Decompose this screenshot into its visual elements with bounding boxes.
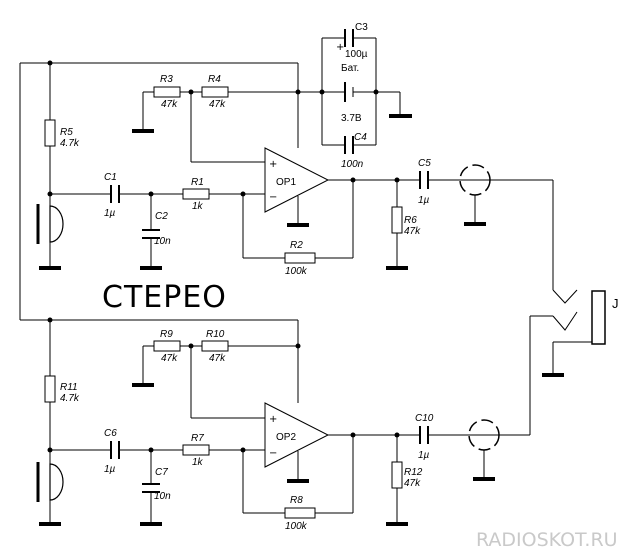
r12-label: R12	[404, 467, 423, 478]
watermark: RADIOSKOT.RU	[476, 529, 618, 551]
junction	[373, 89, 379, 95]
r2-value: 100k	[285, 266, 308, 277]
c4-label: C4	[354, 132, 367, 143]
r4-resistor	[201, 86, 229, 98]
r9-label: R9	[160, 329, 173, 340]
op2-label: OP2	[276, 432, 296, 443]
c5-label: C5	[418, 158, 431, 169]
r11-resistor	[44, 375, 56, 403]
battery-label: Бат.	[341, 63, 359, 74]
r11-value: 4.7k	[60, 393, 80, 404]
c1-value: 1µ	[104, 208, 116, 219]
r6-label: R6	[404, 215, 417, 226]
shielded-cable-2-icon	[468, 419, 500, 478]
c2-value: 10n	[154, 236, 171, 247]
r11-label: R11	[60, 382, 78, 393]
r2-label: R2	[290, 240, 303, 251]
junction	[350, 432, 356, 438]
junction	[295, 343, 301, 349]
r6-value: 47k	[404, 226, 421, 237]
r3-resistor	[153, 86, 181, 98]
r4-value: 47k	[209, 99, 226, 110]
r9-resistor	[153, 340, 181, 352]
c2-label: C2	[155, 211, 168, 222]
junction	[319, 89, 325, 95]
c6-value: 1µ	[104, 464, 116, 475]
r1-resistor	[182, 188, 210, 200]
c1-label: C1	[104, 172, 117, 183]
r5-resistor	[44, 119, 56, 147]
op1-label: OP1	[276, 177, 296, 188]
r3-label: R3	[160, 74, 173, 85]
shielded-cable-1-icon	[459, 164, 491, 223]
microphone-2-icon	[36, 456, 64, 524]
r5-value: 4.7k	[60, 138, 80, 149]
channel-1: R3 47k R4 47k R5 4.7k C1 1µ	[36, 60, 553, 277]
jack-left-contact	[552, 289, 578, 304]
c10-value: 1µ	[418, 450, 430, 461]
r4-label: R4	[208, 74, 221, 85]
op1-opamp-symbol	[264, 147, 330, 213]
c3-value: 100µ	[345, 49, 368, 60]
c7-value: 10n	[154, 491, 171, 502]
channel-2: R9 47k R10 47k R11 4.7k C6 1µ C7	[36, 317, 530, 532]
junction	[350, 177, 356, 183]
r1-label: R1	[191, 177, 204, 188]
r7-label: R7	[191, 433, 204, 444]
r10-label: R10	[206, 329, 225, 340]
op2-opamp-symbol	[264, 402, 330, 468]
r12-resistor	[391, 461, 403, 489]
op1-plus-sign: +	[269, 159, 277, 170]
r1-value: 1k	[192, 201, 204, 212]
op2-minus-sign: −	[269, 448, 277, 459]
r7-value: 1k	[192, 457, 204, 468]
c4-value: 100n	[341, 159, 364, 170]
r10-value: 47k	[209, 353, 226, 364]
junction	[47, 317, 53, 323]
r10-resistor	[201, 340, 229, 352]
op1-minus-sign: −	[269, 192, 277, 203]
r12-value: 47k	[404, 478, 421, 489]
c7-label: C7	[155, 467, 168, 478]
battery-voltage: 3.7В	[341, 113, 362, 124]
jack-right-contact	[552, 311, 578, 331]
stereo-jack: J	[529, 180, 619, 435]
r6-resistor	[391, 206, 403, 234]
c3-plus-sign: +	[336, 42, 344, 53]
c6-label: C6	[104, 428, 117, 439]
r8-label: R8	[290, 495, 303, 506]
c10-label: C10	[415, 413, 434, 424]
op2-plus-sign: +	[269, 414, 277, 425]
c3-label: C3	[355, 22, 368, 33]
r8-value: 100k	[285, 521, 308, 532]
r3-value: 47k	[161, 99, 178, 110]
c5-value: 1µ	[418, 195, 430, 206]
supply-section: + C3 100µ Бат. 3.7В C4 100n	[19, 22, 412, 403]
r5-label: R5	[60, 127, 73, 138]
r7-resistor	[182, 444, 210, 456]
r9-value: 47k	[161, 353, 178, 364]
microphone-1-icon	[36, 200, 64, 268]
r2-resistor	[284, 252, 316, 264]
junction	[47, 60, 53, 66]
r8-resistor	[284, 507, 316, 519]
diagram-title: СТЕРЕО	[102, 280, 227, 315]
jack-body	[591, 290, 606, 345]
jack-label: J	[612, 296, 619, 311]
